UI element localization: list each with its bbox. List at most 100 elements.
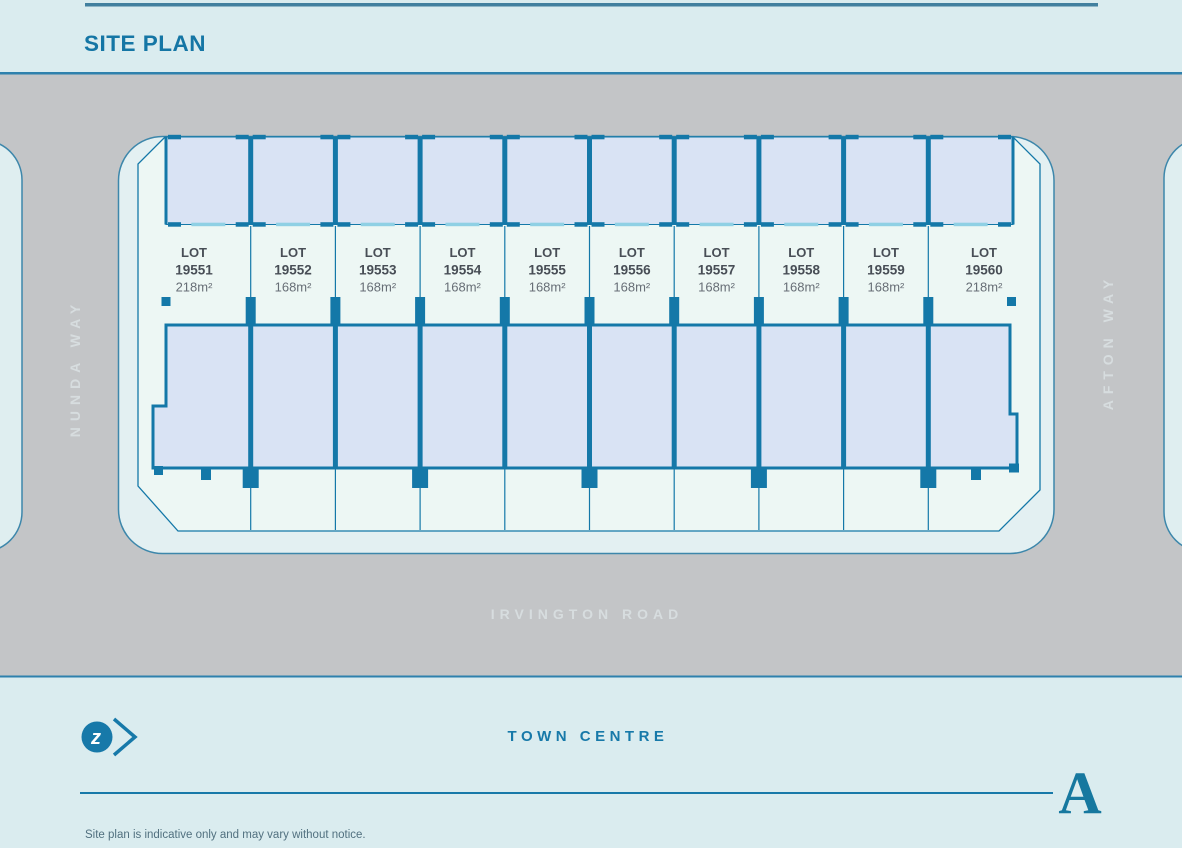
lot-number: 19557 [698,263,736,278]
lot-number: 19552 [274,263,312,278]
chevron-icon [112,717,138,757]
fence-segment [252,134,266,140]
header-top-rule [85,3,1098,7]
lot-label: LOT [365,245,391,260]
lot-backyard [927,136,1014,225]
lot-area: 168m² [275,280,313,295]
fence-segment [235,134,249,140]
fence-segment [168,134,181,140]
monogram-a: A [1058,760,1101,826]
fence-segment [506,222,520,227]
driveway-marker [242,468,259,488]
lot-backyard [334,136,421,225]
footer-rule [80,792,1053,794]
fence-segment [405,222,419,227]
fence-segment [743,222,757,227]
gate-segment [360,222,395,227]
footprint-divider [417,326,423,468]
fence-segment [506,134,520,140]
lot-area: 168m² [698,280,736,295]
fence-segment [659,222,673,227]
fence-segment [168,222,181,227]
lot-number: 19551 [175,263,213,278]
disclaimer-text: Site plan is indicative only and may var… [85,829,366,841]
gate-segment [953,222,988,227]
fence-segment [422,222,436,227]
driveway-nub [838,297,849,325]
lot-label: LOT [534,245,560,260]
corner-marker-left [154,466,163,475]
lot-label: LOT [788,245,814,260]
footprint-divider [502,326,508,468]
fence-segment [930,134,944,140]
gate-segment [530,222,565,227]
lot-number: 19558 [782,263,820,278]
driveway-marker [920,468,937,488]
lot-marker-19560 [1007,297,1016,306]
lot-backyard [758,136,845,225]
lot-area: 168m² [529,280,567,295]
backyard-edge-right [1011,137,1015,225]
fence-segment [913,222,927,227]
lot-label: LOT [449,245,475,260]
fence-segment [337,222,351,227]
fence-segment [828,222,842,227]
header-band [0,0,1182,74]
fence-segment [337,134,351,140]
gate-segment [191,222,226,227]
fence-segment [760,134,774,140]
lot-number: 19553 [359,263,397,278]
fence-segment [591,222,605,227]
fence-segment [659,134,673,140]
lot-label: LOT [873,245,899,260]
gate-segment [445,222,480,227]
gate-segment [276,222,311,227]
fence-segment [913,134,927,140]
lot-area: 168m² [359,280,397,295]
driveway-marker [750,468,767,488]
lot-number: 19556 [613,263,651,278]
lot-label: LOT [619,245,645,260]
fence-segment [252,222,266,227]
footprint-divider [332,326,338,468]
footprint-layer [242,326,937,530]
gate-segment [699,222,734,227]
entry-marker-lot1 [201,468,211,480]
brand-logo: z [81,717,138,757]
lot-number: 19554 [444,263,482,278]
backyard-divider [502,137,508,225]
house-footprint-strip [151,323,1019,470]
footprint-divider [587,326,592,468]
driveway-nub [669,297,680,325]
backyard-divider [587,137,592,225]
fence-segment [930,222,944,227]
lot-area: 168m² [868,280,906,295]
lot-number: 19559 [867,263,905,278]
road-label-nunda-way: NUNDA WAY [67,299,83,438]
lot-area: 218m² [176,280,214,295]
lots-layer: LOT 19551 218m² LOT 19552 168m² LOT 19553 168m² L… [164,134,1015,325]
lot-backyard [673,136,760,225]
fence-segment [574,134,588,140]
fence-segment [998,222,1011,227]
fence-segment [320,134,334,140]
footer-band [0,675,1182,848]
fence-segment [489,222,503,227]
town-centre-label: TOWN CENTRE [508,728,669,745]
fence-segment [676,134,690,140]
fence-segment [235,222,249,227]
driveway-nub [245,297,256,325]
lot-label: LOT [280,245,306,260]
fence-segment [320,222,334,227]
fence-segment [489,134,503,140]
driveway-nub [330,297,341,325]
fence-segment [574,222,588,227]
page-title: SITE PLAN [84,31,206,56]
lot-backyard [504,136,590,225]
lot-label: LOT [704,245,730,260]
fence-segment [845,134,859,140]
fence-segment [845,222,859,227]
lot-area: 168m² [613,280,651,295]
lot-number: 19560 [965,263,1003,278]
backyard-divider [841,137,847,225]
